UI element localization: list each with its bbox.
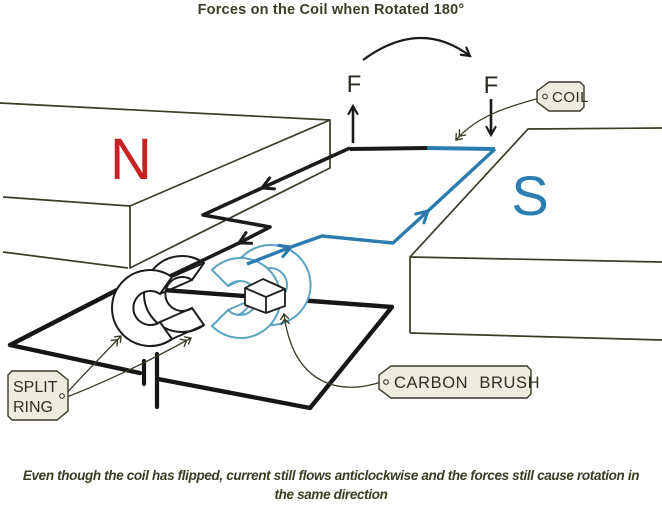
carbon-brush-pointer-arrow: [279, 312, 382, 388]
north-magnet-outline: [0, 102, 331, 269]
force-label-right: F: [484, 72, 499, 99]
carbon-brush-tag: CARBON BRUSH: [378, 365, 540, 399]
caption-line-2: the same direction: [274, 487, 388, 502]
split-ring-tag-label-line2: RING: [13, 399, 53, 416]
coil-left-wire-c: [169, 241, 240, 278]
annotation-pointers: [65, 96, 544, 398]
coil-right-wire-b: [290, 208, 431, 249]
split-ring-left-connectors: [159, 262, 205, 340]
split-ring-tag-shape: [7, 370, 69, 421]
carbon-brush-cube: [244, 278, 286, 314]
coil-wires: [169, 146, 497, 278]
carbon-brush-cube-edges: [244, 287, 286, 313]
north-pole-label: N: [110, 127, 152, 192]
split-ring-tag-hole: [59, 393, 65, 399]
caption-line-1: Even though the coil has flipped, curren…: [22, 468, 640, 483]
battery-symbol: [141, 351, 160, 410]
diagram-caption: Even though the coil has flipped, curren…: [0, 466, 662, 504]
force-arrows: F F: [347, 71, 499, 143]
split-ring-tag-label-line1: SPLIT: [13, 379, 58, 396]
coil-left-wire-a: [259, 146, 351, 191]
coil-tag-shape: [536, 81, 585, 112]
carbon-brush-tag-hole: [383, 379, 389, 385]
coil-tag-label: COIL: [552, 89, 589, 106]
split-ring-pointer-arrow-left: [65, 335, 122, 395]
coil-pointer-arrow: [455, 96, 544, 141]
coil-back-edge-black: [349, 146, 428, 151]
north-magnet: N: [0, 102, 331, 269]
coil-tag-hole: [542, 93, 548, 100]
split-ring-tag: SPLIT RING: [7, 370, 69, 421]
carbon-brush-tag-label: CARBON BRUSH: [394, 374, 540, 392]
carbon-brush-tag-shape: [378, 365, 532, 399]
coil-back-edge-blue: [426, 146, 496, 151]
diagram-title: Forces on the Coil when Rotated 180°: [197, 2, 465, 18]
south-magnet: S: [409, 127, 662, 341]
rotation-arrow: [362, 36, 472, 61]
split-ring-left-front: [111, 269, 174, 347]
south-magnet-outline: [409, 127, 662, 341]
coil-right-wire-a: [246, 243, 294, 266]
force-label-left: F: [347, 71, 362, 98]
coil-left-wire-b: [201, 186, 272, 245]
coil-right-wire-c: [426, 147, 497, 213]
split-ring-pointer-arrow-right: [66, 336, 192, 398]
coil-tag: COIL: [536, 81, 589, 112]
south-pole-label: S: [511, 164, 548, 227]
